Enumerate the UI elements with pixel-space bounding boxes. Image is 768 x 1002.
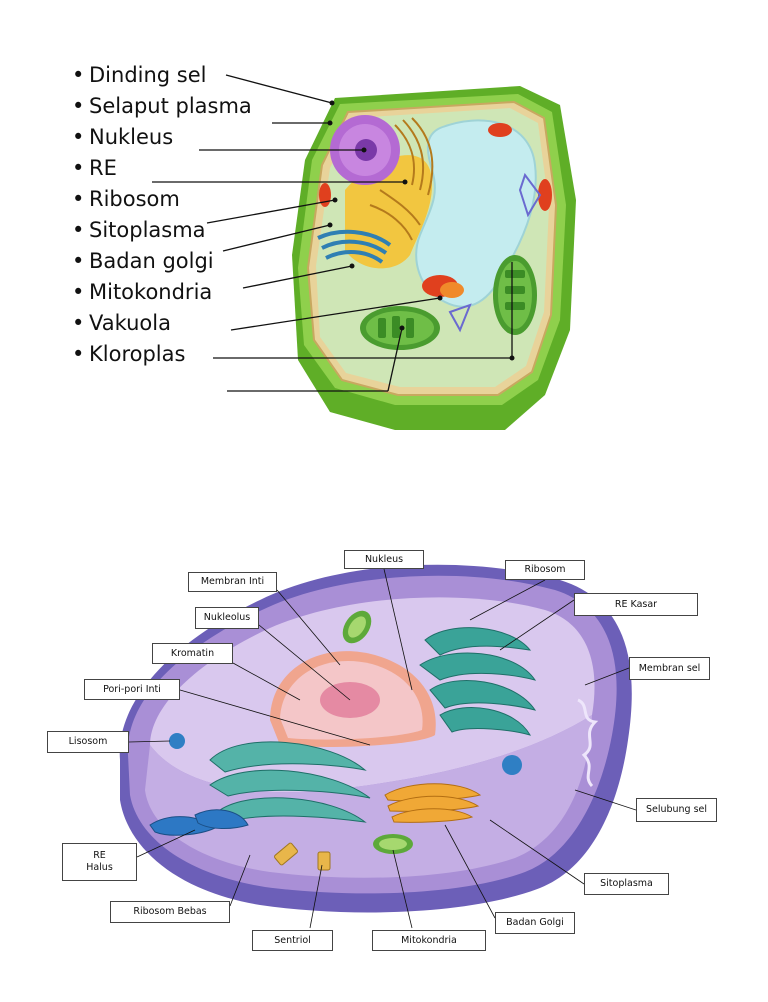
plant-label-item: •Mitokondria (72, 280, 213, 304)
smooth-er (149, 809, 249, 836)
cytoplasm-cut (145, 715, 592, 878)
golgi-body (317, 229, 392, 264)
nucleus (270, 651, 436, 747)
label-nukleus: Nukleus (344, 550, 424, 569)
plant-label-item: •Selaput plasma (72, 94, 252, 118)
plant-label-kloroplas: Kloroplas (89, 342, 186, 366)
rough-er-right (419, 627, 537, 736)
label-sentriol: Sentriol (252, 930, 333, 951)
plant-label-item: •Sitoplasma (72, 218, 206, 242)
label-re-halus-line2: Halus (86, 862, 113, 873)
golgi-apparatus (384, 783, 482, 823)
plant-label-badan-golgi: Badan golgi (89, 249, 214, 273)
plant-label-item: •Ribosom (72, 187, 180, 211)
nucleolus (320, 682, 380, 718)
plant-label-dinding-sel: Dinding sel (89, 63, 207, 87)
plant-label-vakuola: Vakuola (89, 311, 171, 335)
plant-leader-lines (152, 74, 513, 392)
plant-cell-illustration (292, 86, 576, 430)
plant-leader-dots (327, 100, 515, 361)
plant-label-selaput-plasma: Selaput plasma (89, 94, 252, 118)
cytoskeleton (448, 172, 542, 333)
label-ribosom-bebas: Ribosom Bebas (110, 901, 230, 923)
label-selubung-sel: Selubung sel (636, 798, 717, 822)
label-ribosom: Ribosom (505, 560, 585, 580)
label-pori-pori-inti: Pori-pori Inti (84, 679, 180, 700)
label-membran-sel: Membran sel (629, 657, 710, 680)
label-nukleolus: Nukleolus (195, 607, 259, 629)
label-sitoplasma: Sitoplasma (584, 873, 669, 895)
label-badan-golgi: Badan Golgi (495, 912, 575, 934)
plant-cell-label-list: •Dinding sel •Selaput plasma •Nukleus •R… (72, 60, 252, 370)
lysosome (169, 733, 185, 749)
label-re-halus-line1: RE (93, 850, 106, 862)
plant-label-nukleus: Nukleus (89, 125, 174, 149)
plant-label-item: •Kloroplas (72, 342, 186, 366)
rough-er-left (209, 741, 371, 823)
plant-label-item: •Dinding sel (72, 63, 207, 87)
plant-label-mitokondria: Mitokondria (89, 280, 213, 304)
rough-er (369, 117, 434, 241)
label-lisosom: Lisosom (47, 731, 129, 753)
mitochondria-top (342, 610, 372, 644)
plant-label-item: •Nukleus (72, 125, 174, 149)
plant-label-sitoplasma: Sitoplasma (89, 218, 206, 242)
plant-cell-diagram (152, 74, 576, 430)
plant-label-item: •RE (72, 156, 117, 180)
label-kromatin: Kromatin (152, 643, 233, 664)
plant-label-ribosom: Ribosom (89, 187, 180, 211)
label-re-kasar: RE Kasar (574, 593, 698, 616)
label-membran-inti: Membran Inti (188, 572, 277, 592)
mitochondria-bottom (373, 834, 413, 854)
centrioles (274, 842, 331, 871)
plant-label-item: •Badan golgi (72, 249, 214, 273)
plant-label-re: RE (89, 156, 117, 180)
label-mitokondria: Mitokondria (372, 930, 486, 951)
plant-label-item: •Vakuola (72, 311, 171, 335)
